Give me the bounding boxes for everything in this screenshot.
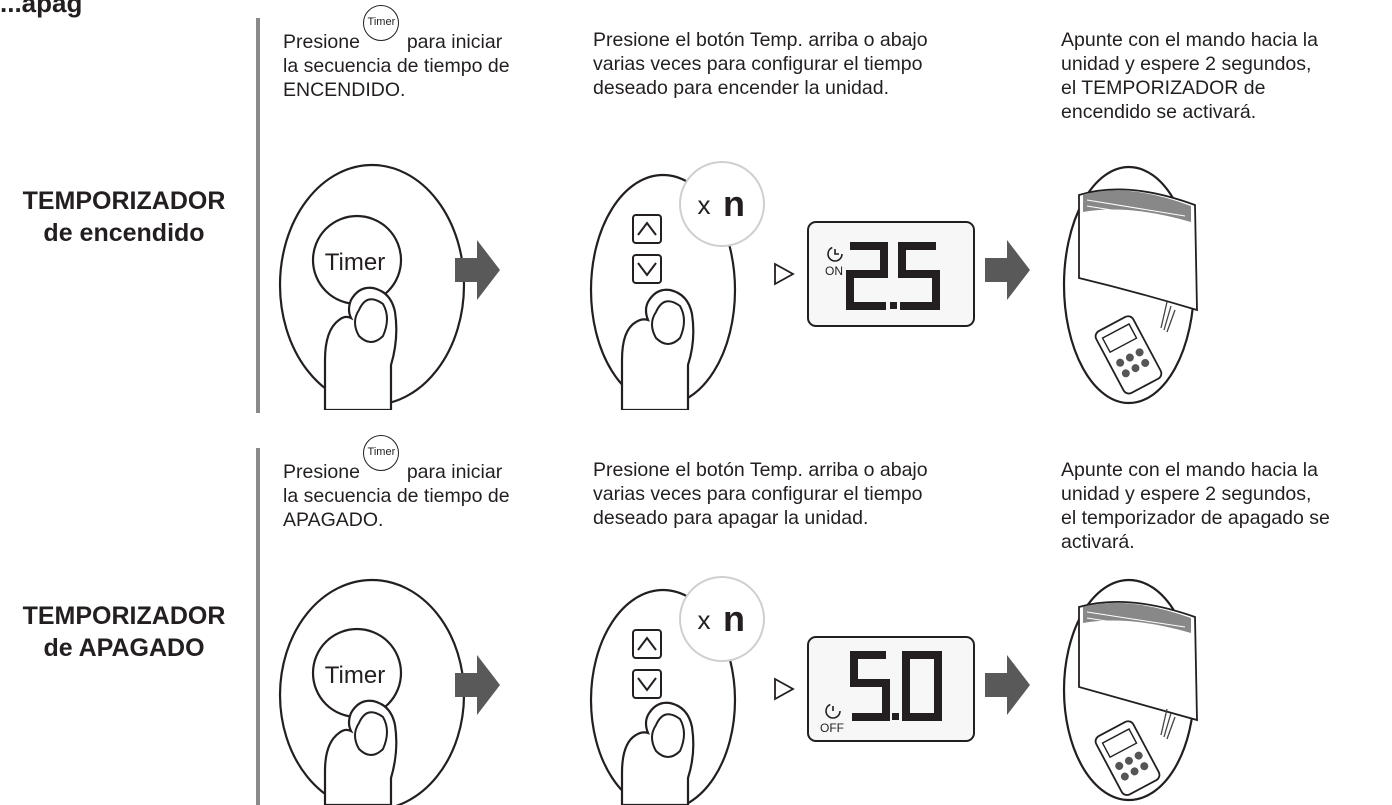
air-conditioner-icon [1078,188,1198,312]
remote-updown-illustration-encendido: x n [589,161,765,410]
timer-display-apagado: OFF [807,636,975,742]
section-divider-encendido [256,18,260,413]
section-label-line1: TEMPORIZADOR [22,602,226,630]
step3-line: el TEMPORIZADOR de [1061,77,1266,99]
step2-line: deseado para apagar la unidad. [593,507,869,529]
down-arrow-icon [632,254,662,284]
step3-line: encendido se activará. [1061,101,1257,123]
step1-line3: ENCENDIDO. [283,79,406,101]
step3-line: Apunte con el mando hacia la [1061,459,1318,481]
multiplier-value: n [723,183,745,224]
step1-instruction-encendido: Presione Timer para iniciar la secuencia… [283,5,583,102]
step2-line: varias veces para configurar el tiempo [593,483,923,505]
section-label-encendido: TEMPORIZADOR de encendido [0,185,248,249]
remote-button-label: Timer [325,662,385,689]
timer-button-icon: Timer [363,5,401,48]
step2-instruction-encendido: Presione el botón Temp. arriba o abajo v… [593,28,1023,100]
step3-line: Apunte con el mando hacia la [1061,29,1318,51]
step3-line: activará. [1061,531,1135,553]
clock-icon [825,703,841,719]
clock-icon [827,246,843,262]
up-arrow-icon [632,214,662,244]
air-conditioner-illustration-apagado [1062,578,1198,802]
section-label-apagado: TEMPORIZADOR de APAGADO [0,600,248,664]
step2-line: varias veces para configurar el tiempo [593,53,923,75]
right-arrow-icon [455,240,500,300]
step2-line: Presione el botón Temp. arriba o abajo [593,459,928,481]
section-divider-apagado [256,448,260,805]
step2-line: deseado para encender la unidad. [593,77,889,99]
multiplier-value: n [723,598,745,639]
step1-text-after: para iniciar [406,31,503,53]
remote-timer-illustration-encendido: Timer [278,163,466,410]
step1-line2: la secuencia de tiempo de [283,55,510,77]
section-label-line2: de APAGADO [43,634,205,662]
multiplier-prefix: x [698,190,711,220]
air-conditioner-illustration-encendido [1062,165,1198,405]
remote-control-icon [1094,720,1161,796]
step1-text-before: Presione [283,31,360,53]
timer-button-icon: Timer [311,627,403,719]
timer-button-icon: Timer [311,214,403,306]
down-arrow-icon [632,669,662,699]
timer-display-encendido: ON [807,221,975,327]
right-arrow-icon [985,240,1030,300]
display-mode: ON [825,264,843,278]
multiplier-prefix: x [698,605,711,635]
step2-line: Presione el botón Temp. arriba o abajo [593,29,928,51]
play-triangle-icon [774,677,795,701]
play-triangle-icon [774,262,795,286]
up-arrow-icon [632,629,662,659]
section-label-line2: de encendido [43,219,205,247]
remote-control-icon [1094,315,1163,395]
step1-text-before: Presione [283,461,360,483]
remote-timer-illustration-apagado: Timer [278,578,466,805]
timer-button-icon: Timer [363,435,401,478]
step1-instruction-apagado: Presione Timer para iniciar la secuencia… [283,435,583,532]
step3-line: unidad y espere 2 segundos, [1061,483,1312,505]
step1-line3: APAGADO. [283,509,384,531]
remote-button-label: Timer [325,249,385,276]
air-conditioner-icon [1078,600,1198,722]
step1-line2: la secuencia de tiempo de [283,485,510,507]
step1-text-after: para iniciar [406,461,503,483]
remote-updown-illustration-apagado: x n [589,576,765,805]
step3-line: unidad y espere 2 segundos, [1061,53,1312,75]
step3-line: el temporizador de apagado se [1061,507,1330,529]
display-mode: OFF [820,721,844,735]
step3-instruction-encendido: Apunte con el mando hacia la unidad y es… [1061,28,1392,124]
step2-instruction-apagado: Presione el botón Temp. arriba o abajo v… [593,458,1023,530]
page-partial-title: ...apag [0,0,83,18]
right-arrow-icon [455,655,500,715]
section-label-line1: TEMPORIZADOR [22,187,226,215]
step3-instruction-apagado: Apunte con el mando hacia la unidad y es… [1061,458,1392,554]
right-arrow-icon [985,655,1030,715]
